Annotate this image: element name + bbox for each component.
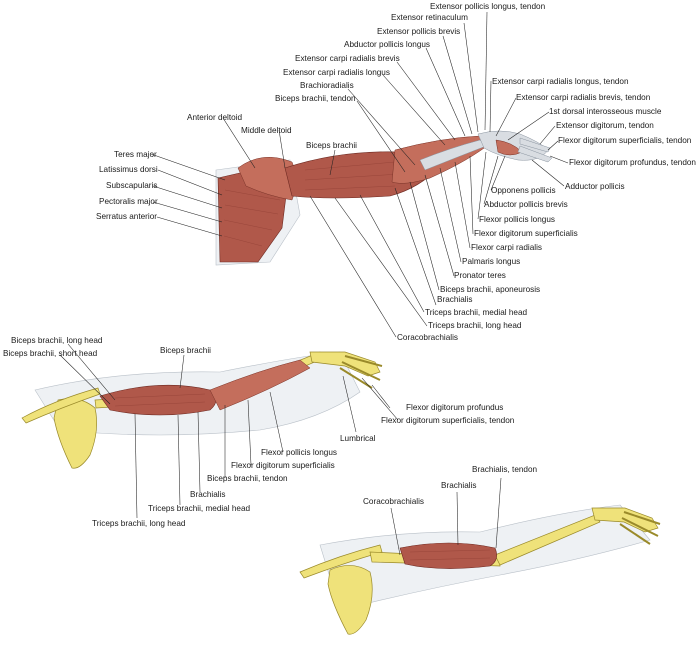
- label-extensor-retinaculum: Extensor retinaculum: [391, 13, 468, 22]
- label-triceps-long-head: Triceps brachii, long head: [92, 519, 186, 528]
- label-lumbrical: Lumbrical: [340, 434, 376, 443]
- forearm-flexors: [209, 359, 311, 411]
- label-biceps-long-head: Biceps brachii, long head: [11, 336, 103, 345]
- figure-1-superficial-arm: Extensor pollicis longus, tendon Extenso…: [96, 2, 696, 342]
- label-opponens-pollicis: Opponens pollicis: [491, 186, 556, 195]
- scapula-3: [327, 565, 373, 635]
- clavicle: [21, 387, 101, 424]
- label-extensor-digitorum-tendon: Extensor digitorum, tendon: [556, 121, 654, 130]
- label-serratus-anterior: Serratus anterior: [96, 212, 157, 221]
- figure-2-labels: Biceps brachii, long head Biceps brachii…: [3, 336, 515, 528]
- label-1st-dorsal-interosseous: 1st dorsal interosseous muscle: [549, 107, 662, 116]
- figure-1-leader-lines: [150, 11, 569, 338]
- label-coracobrachialis: Coracobrachialis: [363, 497, 424, 506]
- label-triceps-long-head: Triceps brachii, long head: [428, 321, 522, 330]
- label-flexor-carpi-radialis: Flexor carpi radialis: [471, 243, 542, 252]
- figure-2-leader-lines: [59, 343, 399, 519]
- label-extensor-pollicis-brevis: Extensor pollicis brevis: [377, 27, 460, 36]
- label-biceps-short-head: Biceps brachii, short head: [3, 349, 98, 358]
- label-brachioradialis: Brachioradialis: [300, 81, 354, 90]
- figure-2-deep-arm: Biceps brachii, long head Biceps brachii…: [3, 336, 515, 528]
- label-palmaris-longus: Palmaris longus: [462, 257, 520, 266]
- label-fds-tendon: Flexor digitorum superficialis, tendon: [558, 136, 692, 145]
- label-ecrl-tendon: Extensor carpi radialis longus, tendon: [492, 77, 629, 86]
- label-pectoralis-major: Pectoralis major: [99, 197, 158, 206]
- label-biceps-tendon: Biceps brachii, tendon: [207, 474, 288, 483]
- label-adductor-pollicis: Adductor pollicis: [565, 182, 625, 191]
- clavicle-3: [299, 544, 383, 579]
- label-flexor-pollicis-longus: Flexor pollicis longus: [479, 215, 555, 224]
- label-brachialis-tendon: Brachialis, tendon: [472, 465, 538, 474]
- label-fdp: Flexor digitorum profundus: [406, 403, 503, 412]
- label-ecrb-tendon: Extensor carpi radialis brevis, tendon: [516, 93, 651, 102]
- figure-3-deepest-arm: Brachialis, tendon Brachialis Coracobrac…: [299, 465, 661, 635]
- label-anterior-deltoid: Anterior deltoid: [187, 113, 243, 122]
- label-ecr-longus: Extensor carpi radialis longus: [283, 68, 390, 77]
- label-abductor-pollicis-brevis: Abductor pollicis brevis: [484, 200, 568, 209]
- label-extensor-pollicis-longus-tendon: Extensor pollicis longus, tendon: [430, 2, 546, 11]
- figure-3-labels: Brachialis, tendon Brachialis Coracobrac…: [363, 465, 538, 506]
- label-brachialis: Brachialis: [190, 490, 226, 499]
- figure-1-labels: Extensor pollicis longus, tendon Extenso…: [96, 2, 696, 342]
- brachialis-muscle: [399, 542, 497, 569]
- label-abductor-pollicis-longus: Abductor pollicis longus: [344, 40, 430, 49]
- label-triceps-medial-head: Triceps brachii, medial head: [425, 308, 528, 317]
- label-fds: Flexor digitorum superficialis: [231, 461, 335, 470]
- label-biceps-brachii: Biceps brachii: [306, 141, 357, 150]
- label-ecr-brevis: Extensor carpi radialis brevis: [295, 54, 400, 63]
- label-biceps-aponeurosis: Biceps brachii, aponeurosis: [440, 285, 540, 294]
- forearm-bones-3: [494, 514, 601, 566]
- figure-3-leader-lines: [390, 477, 502, 556]
- label-triceps-medial-head: Triceps brachii, medial head: [148, 504, 251, 513]
- label-biceps-brachii: Biceps brachii: [160, 346, 211, 355]
- label-fdp-tendon: Flexor digitorum profundus, tendon: [569, 158, 696, 167]
- label-brachialis: Brachialis: [441, 481, 477, 490]
- label-fds-tendon: Flexor digitorum superficialis, tendon: [381, 416, 515, 425]
- label-subscapularis: Subscapularis: [106, 181, 157, 190]
- label-biceps-brachii-tendon: Biceps brachii, tendon: [275, 94, 356, 103]
- label-pronator-teres: Pronator teres: [454, 271, 506, 280]
- label-fds: Flexor digitorum superficialis: [474, 229, 578, 238]
- label-flexor-pollicis-longus: Flexor pollicis longus: [261, 448, 337, 457]
- label-middle-deltoid: Middle deltoid: [241, 126, 292, 135]
- label-coracobrachialis: Coracobrachialis: [397, 333, 458, 342]
- label-teres-major: Teres major: [114, 150, 157, 159]
- label-latissimus-dorsi: Latissimus dorsi: [99, 165, 158, 174]
- scapula: [53, 398, 97, 469]
- label-brachialis: Brachialis: [437, 295, 473, 304]
